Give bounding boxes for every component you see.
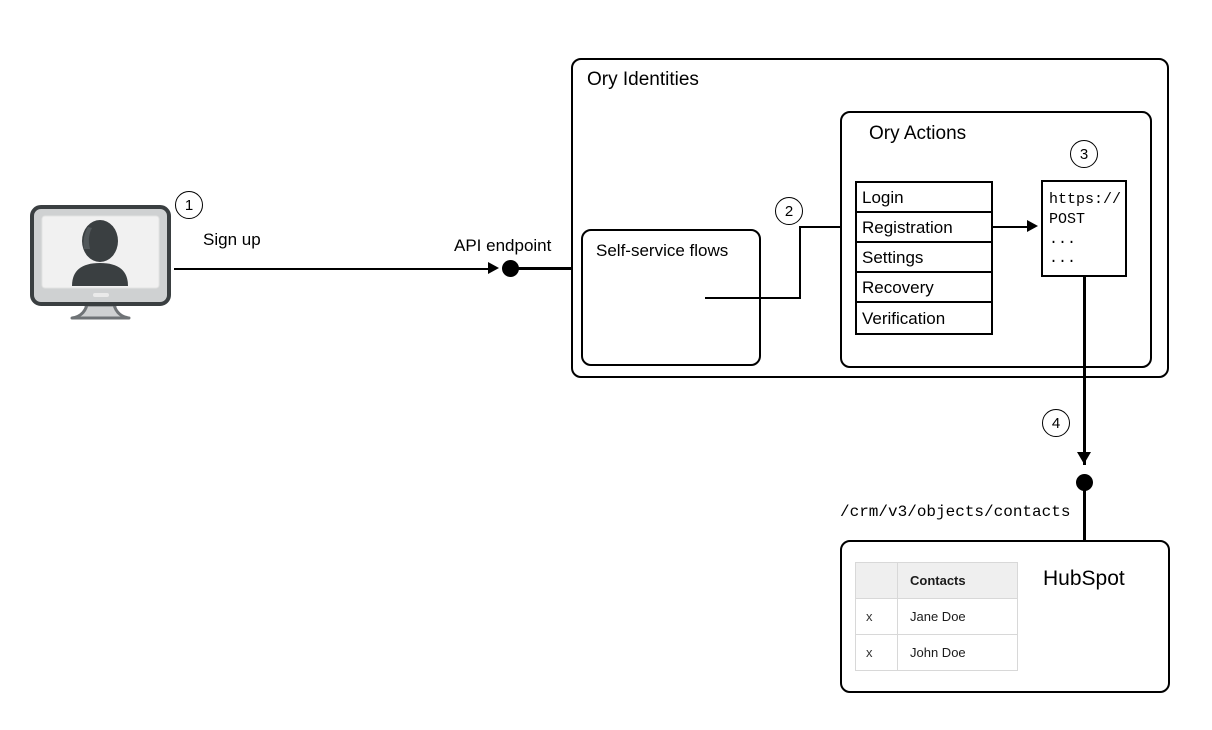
hubspot-endpoint-dot <box>1076 474 1093 491</box>
sign-up-label: Sign up <box>203 230 261 249</box>
desktop-monitor-user-icon <box>28 203 173 333</box>
flow-list-item-verification[interactable]: Verification <box>862 308 946 328</box>
step-badge-2: 2 <box>775 197 803 225</box>
hubspot-arrowhead-icon <box>1077 452 1091 464</box>
self-service-connector-segment-h2 <box>799 226 843 228</box>
flow-list-item-registration[interactable]: Registration <box>857 213 991 243</box>
table-cell-mark: x <box>855 634 898 671</box>
signup-arrowhead-icon <box>488 262 499 274</box>
webhook-method-line: POST <box>1049 210 1086 228</box>
table-header-row: Contacts <box>855 562 1018 599</box>
hubspot-endpoint-stub <box>1083 490 1086 541</box>
webhook-body-line-2: ... <box>1049 250 1077 268</box>
table-cell-contact: John Doe <box>897 634 1018 671</box>
api-endpoint-label: API endpoint <box>454 236 552 255</box>
ory-actions-title: Ory Actions <box>869 123 967 144</box>
webhook-body-line-1: ... <box>1049 230 1077 248</box>
self-service-connector-segment-h1 <box>705 297 801 299</box>
flow-list-item-settings[interactable]: Settings <box>857 243 991 273</box>
table-cell-mark: x <box>855 598 898 635</box>
flow-list-item-recovery[interactable]: Recovery <box>857 273 991 303</box>
hubspot-name-label: HubSpot <box>1043 567 1125 590</box>
flow-list-item-login[interactable]: Login <box>857 183 991 213</box>
step-badge-4: 4 <box>1042 409 1070 437</box>
api-endpoint-stub <box>517 267 573 270</box>
webhook-card: https:// POST ... ... <box>1041 180 1127 277</box>
signup-connector-line <box>174 268 490 270</box>
table-row[interactable]: x Jane Doe <box>855 598 1018 635</box>
webhook-arrowhead-icon <box>1027 220 1038 232</box>
table-header-contacts: Contacts <box>897 562 1018 599</box>
self-service-flows-title: Self-service flows <box>596 241 729 260</box>
webhook-to-hubspot-line <box>1083 277 1086 465</box>
ory-identities-title: Ory Identities <box>587 69 699 90</box>
table-corner-cell <box>855 562 898 599</box>
api-endpoint-dot <box>502 260 519 277</box>
step-badge-1: 1 <box>175 191 203 219</box>
self-service-connector-segment-v <box>799 226 801 299</box>
webhook-url-line: https:// <box>1049 191 1122 208</box>
contacts-table: Contacts x Jane Doe x John Doe <box>855 562 1018 671</box>
flow-list: Login Registration Settings Recovery Ver… <box>855 181 993 335</box>
table-row[interactable]: x John Doe <box>855 634 1018 671</box>
hubspot-endpoint-path-label: /crm/v3/objects/contacts <box>840 503 1071 521</box>
step-badge-3: 3 <box>1070 140 1098 168</box>
registration-to-webhook-line <box>993 226 1029 228</box>
table-cell-contact: Jane Doe <box>897 598 1018 635</box>
